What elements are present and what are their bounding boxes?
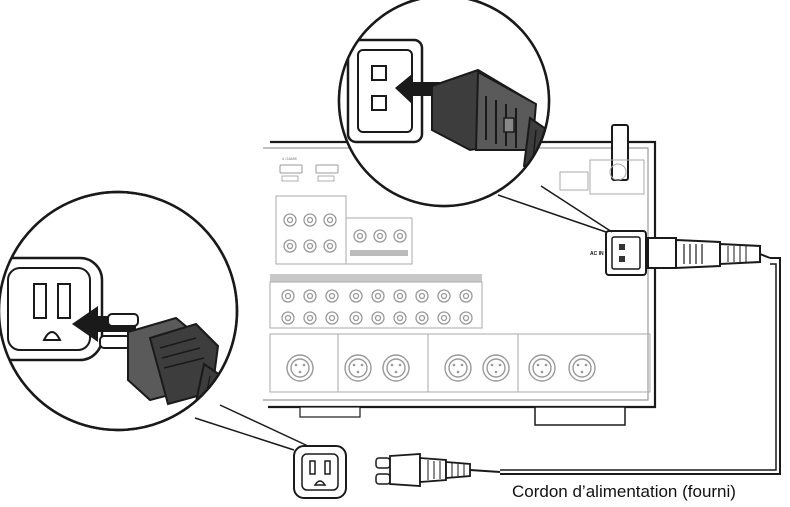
- antenna: [559, 124, 645, 195]
- power-cord: [375, 237, 781, 487]
- power-cord-caption: Cordon d’alimentation (fourni): [512, 482, 736, 501]
- svg-text:4 GAME: 4 GAME: [282, 156, 297, 161]
- balanced-pre-out: [269, 333, 651, 393]
- component-video-section: [275, 195, 413, 265]
- iec-plug: [647, 237, 771, 270]
- hdmi-inputs: 4 GAME: [279, 156, 339, 182]
- callout-lines: [194, 185, 613, 451]
- zoom-callout-ac-inlet: [337, 0, 551, 208]
- wall-outlet-icon: [293, 445, 347, 499]
- unbalanced-pre-out: [269, 274, 483, 329]
- zoom-callout-wall-outlet: [0, 190, 239, 432]
- svg-text:AC IN: AC IN: [590, 251, 604, 257]
- wall-plug: [375, 453, 501, 487]
- receiver-rear-panel: 4 GAME: [263, 124, 657, 426]
- ac-inlet: AC IN: [590, 230, 647, 276]
